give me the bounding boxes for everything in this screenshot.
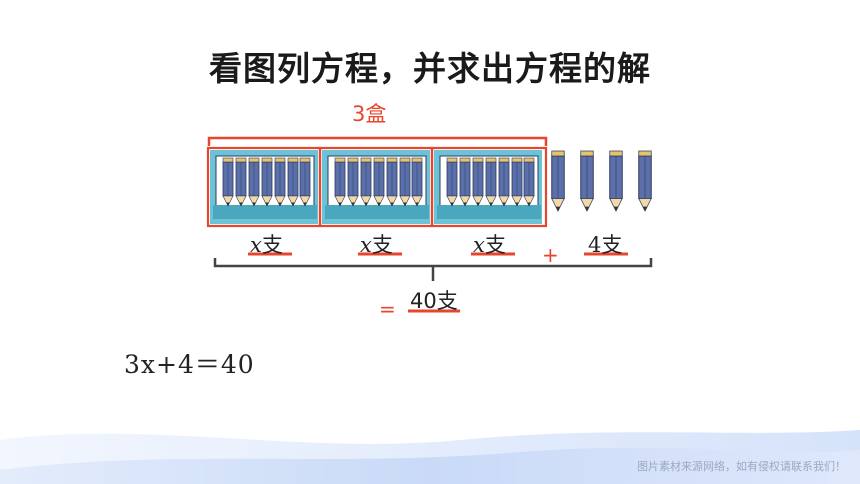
page-title: 看图列方程，并求出方程的解 bbox=[209, 49, 651, 88]
total-label: 40支 bbox=[410, 289, 458, 313]
equals-sign: = bbox=[379, 297, 396, 321]
loose-pencils bbox=[551, 150, 652, 212]
pencil-box-3 bbox=[434, 150, 542, 224]
box-bracket bbox=[207, 136, 548, 146]
background-wave bbox=[0, 447, 860, 484]
pencil-box-2 bbox=[322, 150, 430, 224]
equation: 3x+4＝40 bbox=[124, 350, 255, 379]
footer-note: 图片素材来源网络，如有侵权请联系我们！ bbox=[637, 460, 846, 473]
box-1-label: x支 bbox=[250, 233, 283, 257]
plus-sign: + bbox=[542, 243, 559, 267]
loose-pencils-label: 4支 bbox=[588, 233, 623, 257]
box-outline bbox=[430, 146, 548, 228]
box-2-label: x支 bbox=[360, 233, 393, 257]
box-3-label: x支 bbox=[473, 233, 506, 257]
pencil-box-1 bbox=[210, 150, 318, 224]
total-bracket bbox=[213, 258, 653, 268]
box-count-label: 3盒 bbox=[352, 102, 387, 126]
